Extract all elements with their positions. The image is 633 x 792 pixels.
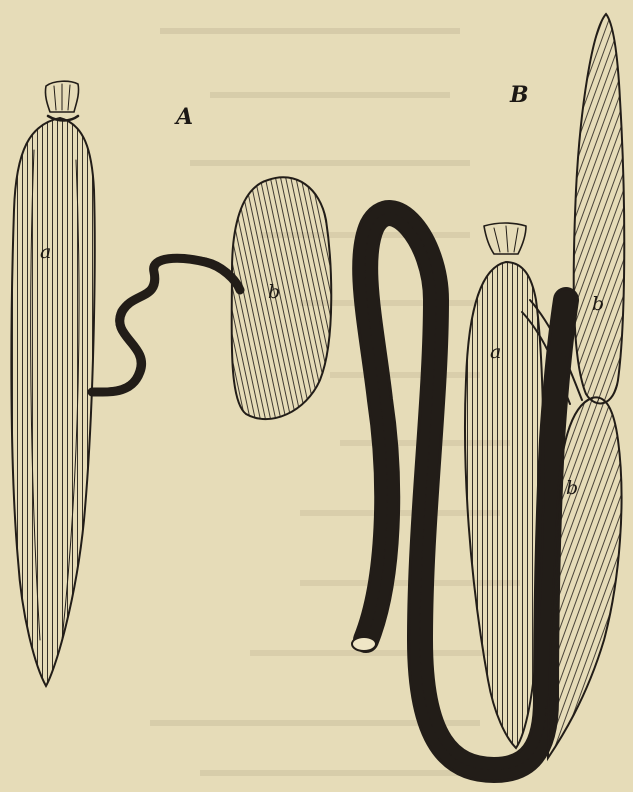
label-b-right-upper: b (592, 293, 604, 315)
figure-a-duct (92, 258, 240, 392)
figure-a (11, 81, 331, 686)
figure-a-sac-a (11, 118, 94, 686)
label-a-left: a (40, 241, 51, 263)
label-b-left: b (268, 281, 280, 303)
label-a-right: a (490, 341, 501, 363)
figure-b-sac-b-upper (574, 14, 625, 403)
figure-a-label: A (174, 104, 193, 130)
figure-a-sac-b (232, 177, 332, 419)
label-b-right-lower: b (566, 477, 578, 499)
figure-b-label: B (509, 82, 529, 108)
figure-a-neck (45, 81, 78, 120)
figure-b (352, 14, 624, 770)
